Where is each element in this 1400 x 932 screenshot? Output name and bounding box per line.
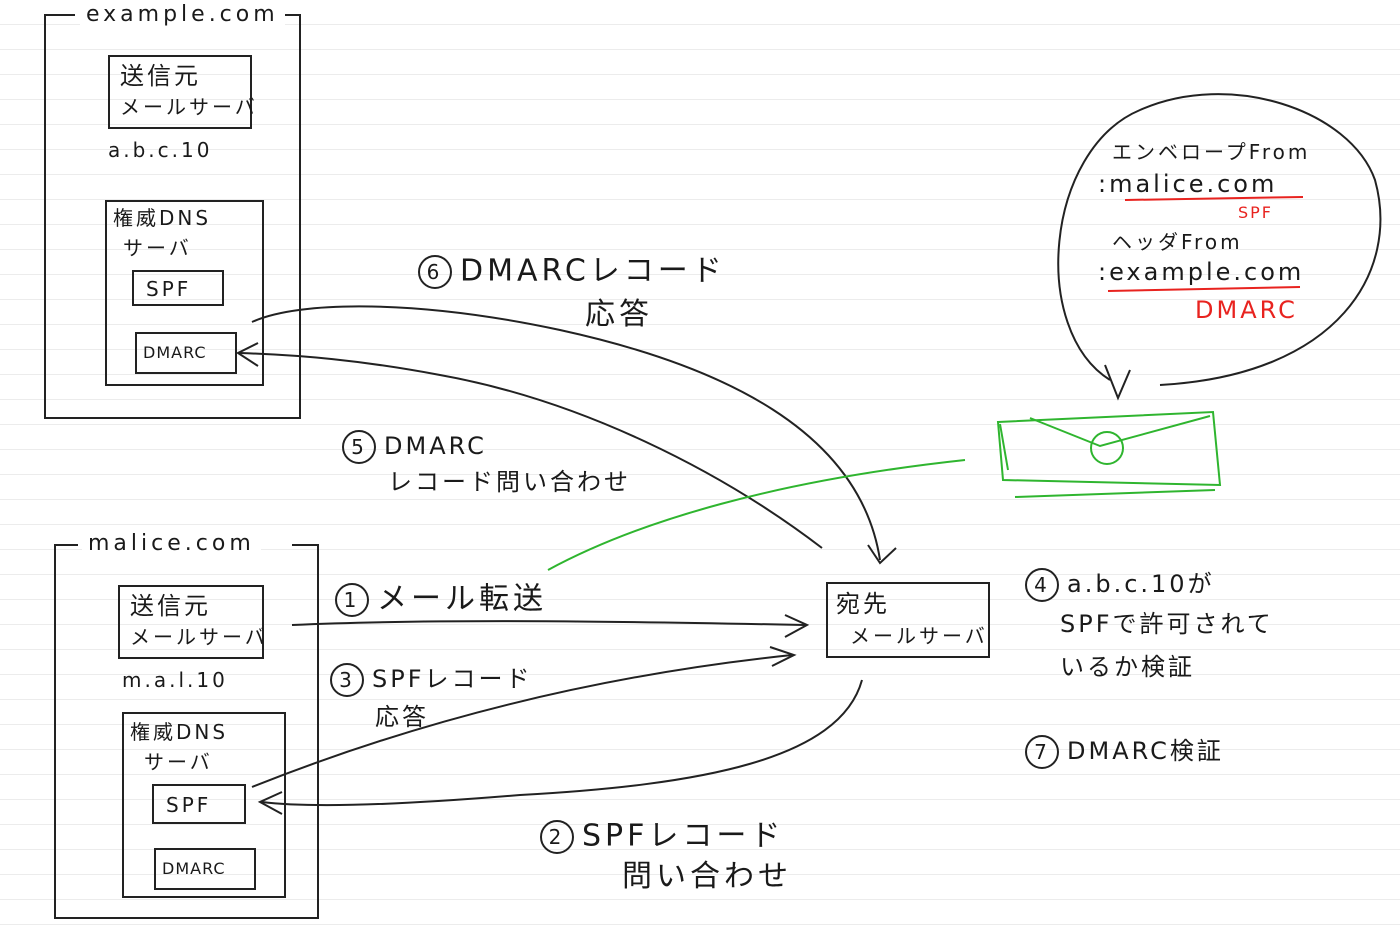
malice-spf-record[interactable]: SPF <box>152 784 246 824</box>
malice-dns-line1: 権威DNS <box>130 720 229 744</box>
step-2-line2: 問い合わせ <box>622 859 792 894</box>
example-sender-server-line1: 送信元 <box>120 62 201 90</box>
step-1-text: メール転送 <box>377 581 547 617</box>
envelope-connector <box>547 459 966 571</box>
step-2-number: 2 <box>540 820 574 854</box>
malice-sender-server-line1: 送信元 <box>130 592 211 620</box>
step-5-number: 5 <box>342 430 376 464</box>
example-sender-server[interactable]: 送信元 メールサーバ <box>108 55 255 129</box>
header-from-label: ヘッダFrom <box>1112 230 1243 254</box>
envelope-from-spf-tag: SPF <box>1238 203 1274 222</box>
step-7-text: DMARC検証 <box>1067 737 1224 765</box>
step-3-label: 3 SPFレコード <box>330 663 533 697</box>
malice-dmarc-record-label: DMARC <box>162 859 226 878</box>
arrow-3-spf-response <box>251 654 793 788</box>
example-dns-line1: 権威DNS <box>113 206 212 230</box>
recipient-server[interactable]: 宛先 メールサーバ <box>826 582 990 658</box>
envelope-from-label: エンベロープFrom <box>1112 140 1311 164</box>
malice-dmarc-record[interactable]: DMARC <box>154 848 256 890</box>
step-1-number: 1 <box>335 583 369 617</box>
step-4-line3: いるか検証 <box>1060 653 1195 681</box>
step-5-label: 5 DMARC <box>342 430 487 464</box>
malice-domain-frame <box>54 544 319 919</box>
step-6-line1: DMARCレコード <box>460 253 726 289</box>
example-spf-record-label: SPF <box>146 277 192 301</box>
arrow-2-head <box>257 791 283 815</box>
header-from-value: :example.com <box>1098 258 1305 286</box>
arrow-1-head <box>784 614 810 638</box>
step-2-line1: SPFレコード <box>582 818 785 854</box>
step-7-number: 7 <box>1025 735 1059 769</box>
example-domain-frame <box>44 14 301 419</box>
malice-dns-line2: サーバ <box>144 750 213 774</box>
arrow-6-dmarc-response <box>251 305 881 561</box>
recipient-server-line2: メールサーバ <box>850 624 988 648</box>
arrow-2-spf-query <box>261 679 863 807</box>
step-5-line2: レコード問い合わせ <box>388 468 631 496</box>
example-dmarc-record[interactable]: DMARC <box>135 332 237 374</box>
envelope-from-underline <box>1124 196 1304 201</box>
malice-sender-server-line2: メールサーバ <box>130 625 268 649</box>
step-3-line1: SPFレコード <box>372 665 533 693</box>
malice-sender-ip: m.a.l.10 <box>122 668 228 692</box>
header-from-underline <box>1107 286 1301 292</box>
step-3-number: 3 <box>330 663 364 697</box>
arrow-3-head <box>769 646 797 667</box>
arrow-5-dmarc-query <box>239 352 823 549</box>
step-7-label: 7 DMARC検証 <box>1025 735 1224 769</box>
example-domain-label: example.com <box>80 4 285 26</box>
example-dns-line2: サーバ <box>123 236 192 260</box>
malice-sender-server[interactable]: 送信元 メールサーバ <box>118 585 265 659</box>
step-4-number: 4 <box>1025 568 1059 602</box>
step-6-line2: 応答 <box>585 297 653 332</box>
malice-spf-record-label: SPF <box>166 793 212 817</box>
example-dmarc-record-label: DMARC <box>143 343 207 362</box>
recipient-server-line1: 宛先 <box>836 590 890 618</box>
arrow-5-head <box>235 342 259 367</box>
step-6-number: 6 <box>418 255 452 289</box>
step-3-line2: 応答 <box>375 703 429 731</box>
envelope-from-value: :malice.com <box>1098 170 1278 198</box>
example-dns-server[interactable]: 権威DNS サーバ SPF DMARC <box>105 200 264 386</box>
example-sender-ip: a.b.c.10 <box>108 138 213 162</box>
header-from-dmarc-tag: DMARC <box>1195 296 1298 324</box>
step-4-line1: a.b.c.10が <box>1067 570 1215 598</box>
arrow-1-mail-transfer <box>291 620 806 626</box>
example-spf-record[interactable]: SPF <box>132 270 224 306</box>
example-sender-server-line2: メールサーバ <box>120 95 258 119</box>
speech-bubble <box>1057 93 1382 386</box>
malice-domain-label: malice.com <box>82 533 261 555</box>
step-4-label: 4 a.b.c.10が <box>1025 568 1215 602</box>
step-5-line1: DMARC <box>384 432 487 460</box>
malice-dns-server[interactable]: 権威DNS サーバ SPF DMARC <box>122 712 286 898</box>
arrow-6-head <box>867 544 897 565</box>
envelope-icon <box>996 410 1222 498</box>
speech-bubble-tail <box>1104 364 1131 401</box>
step-4-line2: SPFで許可されて <box>1060 610 1274 638</box>
